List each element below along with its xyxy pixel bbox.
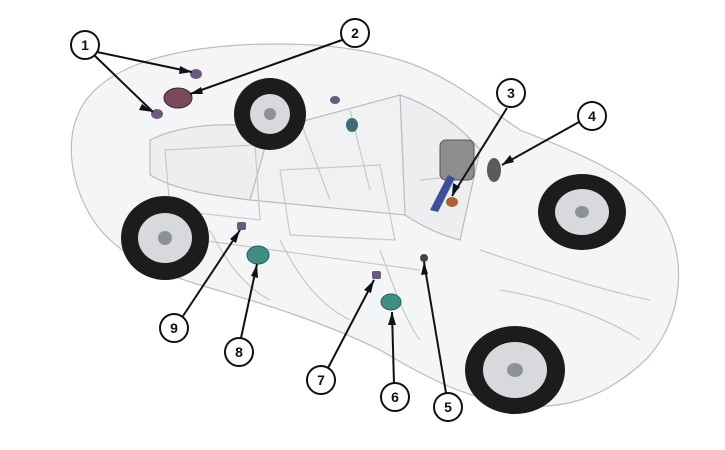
callout-1-label: 1 [81, 37, 89, 53]
interior-frame [164, 109, 471, 271]
callout-3-leader [451, 107, 508, 197]
callout-8-arrow [251, 264, 258, 278]
callout-1-leader-a [96, 51, 193, 73]
callout-8-label: 8 [235, 344, 243, 360]
callout-7-label: 7 [317, 372, 325, 388]
callout-arrowheads [139, 66, 514, 325]
wheel-front-bottom [465, 326, 565, 414]
callout-7-leader [327, 279, 375, 369]
callout-4-leader [501, 121, 580, 166]
speaker-roof-rear [330, 96, 340, 104]
tweeter-front-door-upper [372, 271, 381, 279]
amplifier [439, 139, 475, 181]
callout-9-arrow [230, 230, 240, 243]
callout-2-label: 2 [351, 25, 359, 41]
callout-markers: 1 2 3 4 5 6 7 8 [70, 18, 607, 422]
callout-3-label: 3 [507, 85, 515, 101]
wheel-front-top [538, 174, 626, 250]
tweeter-rear-door [237, 222, 246, 230]
callout-6-arrow [388, 312, 396, 325]
callout-3: 3 [496, 78, 526, 108]
callout-4: 4 [577, 101, 607, 131]
callout-7-arrow [364, 280, 374, 293]
callout-2-arrow [190, 87, 203, 94]
speaker-dash-center [446, 197, 458, 207]
speaker-roof-mid [346, 118, 358, 132]
callout-2: 2 [340, 18, 370, 48]
speaker-front-door [380, 293, 402, 311]
callout-1-arrow-a [179, 66, 192, 74]
callout-8: 8 [224, 337, 254, 367]
callout-4-label: 4 [588, 108, 596, 124]
callout-1-arrow-b [139, 104, 153, 112]
tweeter-front-door [420, 254, 428, 262]
callout-5-arrow [421, 262, 428, 275]
components [151, 69, 501, 311]
speaker-rear-door [246, 245, 270, 265]
callout-9-leader [182, 229, 241, 317]
callout-1-leader-b [93, 54, 154, 113]
hood-lines [479, 249, 651, 341]
wheel-rear-bottom [121, 196, 209, 280]
callout-5-label: 5 [444, 399, 452, 415]
callout-5-leader [423, 261, 447, 394]
callout-6: 6 [380, 382, 410, 412]
callout-9-label: 9 [170, 320, 178, 336]
callout-1: 1 [70, 30, 100, 60]
speaker-rear-shelf-left [190, 69, 202, 79]
callout-9: 9 [159, 313, 189, 343]
wheel-rear-top [234, 78, 306, 150]
subwoofer [163, 87, 193, 109]
callout-3-arrow [452, 183, 460, 196]
callout-7: 7 [306, 365, 336, 395]
callouts [93, 39, 580, 394]
callout-2-leader [189, 39, 343, 95]
amplifier-bracket [430, 175, 455, 212]
callout-5: 5 [433, 392, 463, 422]
callout-4-arrow [502, 155, 514, 165]
speaker-rear-shelf-right [151, 109, 163, 119]
speaker-dash-side [487, 158, 501, 182]
callout-6-label: 6 [391, 389, 399, 405]
